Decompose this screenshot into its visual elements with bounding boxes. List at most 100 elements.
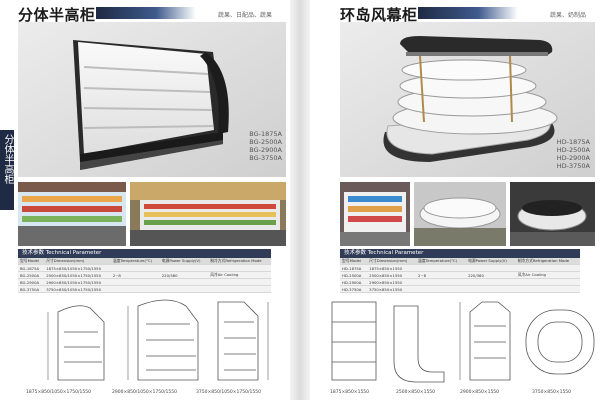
dimension-label: 2900×850×1550 (460, 390, 500, 395)
table-header-row: 型号Model 尺寸Dimension(mm) 温度Temperature(°C… (18, 258, 271, 265)
side-tab-label: 分体半高柜 (2, 134, 13, 184)
table-row: HD-3750A 3750×850×1550 (340, 285, 580, 293)
left-spec-header: 技术参数 Technical Parameter (18, 249, 271, 258)
column-header: 尺寸Dimension(mm) (44, 258, 111, 265)
cell: 2~8 (416, 271, 467, 279)
cell: 2500×850×1550 (367, 271, 417, 279)
right-hero-image (340, 22, 595, 177)
cell (208, 264, 271, 272)
column-header: 制冷方式Refrigeration Mode (515, 258, 580, 265)
cell (515, 278, 580, 286)
dimension-label: 1875×850/1050×1750/1550 (26, 390, 91, 395)
column-header: 温度Temperature(°C) (110, 258, 160, 265)
table-row: HD-2900A 2900×850×1550 (340, 278, 580, 286)
right-model-list: HD-1875A HD-2500A HD-2900A HD-3750A (520, 138, 590, 170)
right-page: 环岛风幕柜 蔬果、奶制品 HD-1875A (310, 0, 600, 400)
column-header: 制冷方式Refrigeration Mode (208, 258, 271, 265)
half-height-cabinet-illustration (18, 22, 286, 177)
cell: 220/380 (159, 271, 209, 279)
cell: 2900×850/1050×1750/1550 (44, 278, 111, 286)
model-label: HD-2900A (556, 154, 590, 162)
right-tagline: 蔬果、奶制品 (550, 12, 587, 19)
cell (110, 278, 160, 286)
cell: 风冷Air Cooling (208, 271, 271, 279)
right-technical-drawings (331, 301, 595, 383)
column-header: 电源Power Supply(V) (159, 258, 209, 265)
left-spec-table: 型号Model 尺寸Dimension(mm) 温度Temperature(°C… (18, 258, 271, 293)
table-header-row: 型号Model 尺寸Dimension(mm) 温度Temperature(°C… (340, 258, 580, 265)
cell: HD-1875A (340, 264, 368, 272)
right-title-bar (418, 7, 518, 19)
table-row: HD-1875A 1875×850×1550 (340, 264, 580, 272)
dimension-label: 1875×850×1550 (330, 390, 370, 395)
left-hero-image (18, 22, 286, 177)
cell: 3750×850×1550 (367, 285, 417, 293)
right-photo-1 (340, 182, 410, 246)
column-header: 型号Model (340, 258, 368, 265)
left-tagline: 蔬果、日配品、蔬果 (218, 12, 273, 19)
right-photo-3 (510, 182, 595, 246)
column-header: 温度Temperature(°C) (416, 258, 467, 265)
store-photo (510, 182, 595, 246)
table-row: BG-1875A 1875×850/1050×1750/1550 (18, 264, 271, 272)
column-header: 电源Power Supply(V) (466, 258, 516, 265)
column-header: 型号Model (18, 258, 45, 265)
store-photo (18, 182, 126, 246)
cell (208, 285, 271, 293)
cell (466, 285, 516, 293)
dimension-label: 2900×850/1050×1750/1550 (112, 390, 177, 395)
cell (159, 278, 209, 286)
cell: BG-2900A (18, 278, 45, 286)
cell: BG-3750A (18, 285, 45, 293)
left-model-list: BG-1875A BG-2500A BG-2900A BG-3750A (222, 130, 282, 162)
cell: BG-1875A (18, 264, 45, 272)
cell (159, 264, 209, 272)
model-label: HD-2500A (556, 146, 590, 154)
side-tab: 分体半高柜 (0, 130, 14, 210)
table-row: HD-2500A 2500×850×1550 2~8 220/380 风冷Air… (340, 271, 580, 279)
cell: HD-3750A (340, 285, 368, 293)
store-photo (130, 182, 286, 246)
left-page: 分体半高柜 蔬果、日配品、蔬果 分体半高柜 (0, 0, 290, 400)
cell (416, 285, 467, 293)
left-photo-2 (130, 182, 286, 246)
cell: 风冷Air Cooling (515, 271, 580, 279)
model-label: HD-1875A (556, 138, 590, 146)
cell (515, 285, 580, 293)
right-spec-table: 型号Model 尺寸Dimension(mm) 温度Temperature(°C… (340, 258, 580, 293)
dimension-label: 3750×850×1550 (532, 390, 572, 395)
cell: HD-2500A (340, 271, 368, 279)
store-photo (414, 182, 506, 246)
table-row: BG-3750A 3750×850/1050×1750/1550 (18, 285, 271, 293)
island-cabinet-illustration (340, 22, 595, 177)
left-photo-1 (18, 182, 126, 246)
model-label: HD-3750A (556, 162, 590, 170)
left-title: 分体半高柜 (18, 6, 96, 24)
cell: 2~8 (110, 271, 160, 279)
cell (159, 285, 209, 293)
dimension-label: 3750×850/1050×1750/1550 (196, 390, 261, 395)
cell: 2900×850×1550 (367, 278, 417, 286)
cell (110, 264, 160, 272)
model-label: BG-1875A (249, 130, 282, 138)
table-row: BG-2900A 2900×850/1050×1750/1550 (18, 278, 271, 286)
cell (416, 278, 467, 286)
cell: 1875×850×1550 (367, 264, 417, 272)
cell (110, 285, 160, 293)
right-spec-header: 技术参数 Technical Parameter (340, 249, 580, 258)
model-label: BG-2900A (249, 146, 282, 154)
cell: 220/380 (466, 271, 516, 279)
left-title-bar (96, 7, 196, 19)
dimension-label: 2500×850×1550 (396, 390, 436, 395)
right-title: 环岛风幕柜 (340, 6, 418, 24)
left-technical-drawings (47, 299, 269, 381)
cell (416, 264, 467, 272)
store-photo (340, 182, 410, 246)
cell: 1875×850/1050×1750/1550 (44, 264, 111, 272)
cell (515, 264, 580, 272)
model-label: BG-3750A (249, 154, 282, 162)
table-row: BG-2500A 2500×850/1050×1750/1550 2~8 220… (18, 271, 271, 279)
cell: HD-2900A (340, 278, 368, 286)
cell (208, 278, 271, 286)
cell: 3750×850/1050×1750/1550 (44, 285, 111, 293)
